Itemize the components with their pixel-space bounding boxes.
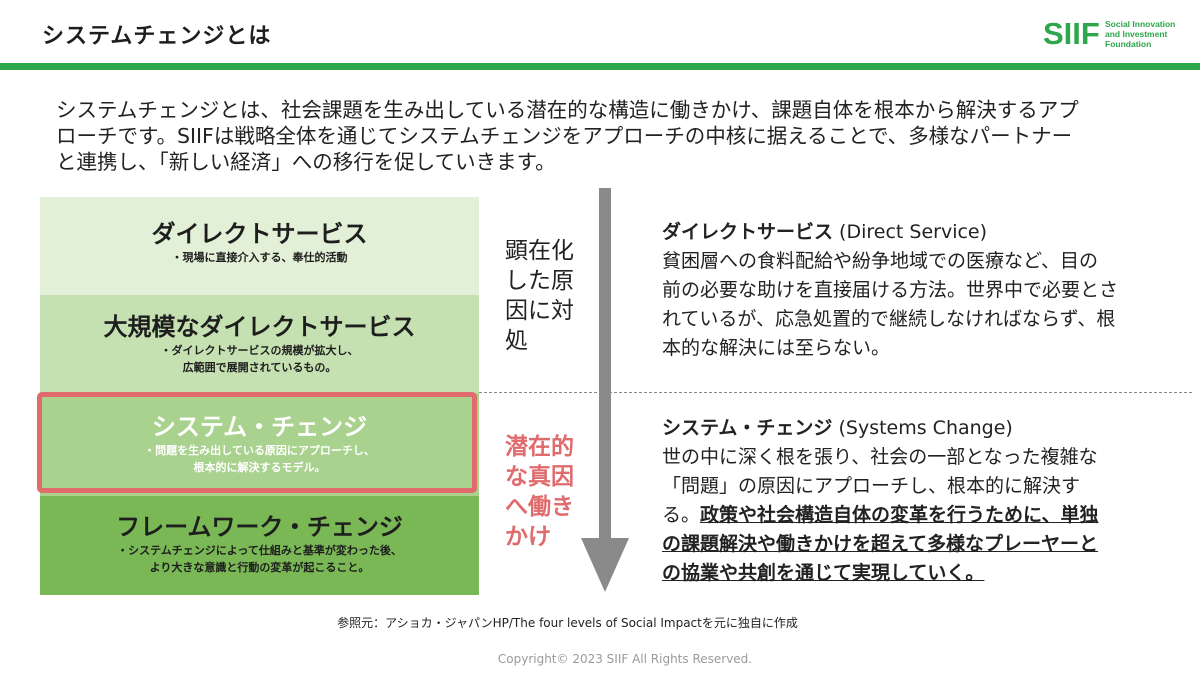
label-act-on-root-causes: 潜在的 な真因 へ働き かけ — [505, 432, 585, 552]
description-line: 世の中に深く根を張り、社会の一部となった複雑な — [662, 446, 1098, 468]
heading-ja: ダイレクトサービス — [662, 221, 834, 243]
label-line: 因に対 — [505, 298, 574, 324]
header-divider — [0, 63, 1200, 70]
reference-note: 参照元：アショカ・ジャパンHP/The four levels of Socia… — [337, 616, 798, 630]
heading-ja: システム・チェンジ — [662, 417, 833, 439]
tier-scaled-direct-service: 大規模なダイレクトサービス ・ダイレクトサービスの規模が拡大し、 広範囲で展開さ… — [40, 295, 479, 393]
tier-subtext: 根本的に解決するモデル。 — [193, 461, 326, 474]
description-heading: システム・チェンジ (Systems Change) — [662, 414, 1182, 443]
description-heading: ダイレクトサービス (Direct Service) — [662, 218, 1182, 247]
description-line: る。政策や社会構造自体の変革を行うために、単独 — [662, 501, 1182, 530]
description-line: 前の必要な助けを直接届ける方法。世界中で必要とさ — [662, 279, 1119, 301]
heading-en: (Systems Change) — [832, 417, 1013, 439]
intro-paragraph: システムチェンジとは、社会課題を生み出している潜在的な構造に働きかけ、課題自体を… — [56, 97, 1156, 175]
siif-logo: SIIF Social Innovation and Investment Fo… — [1043, 14, 1193, 54]
emphasis-line: の協業や共創を通じて実現していく。 — [662, 562, 985, 584]
logo-line: Foundation — [1105, 39, 1152, 49]
tier-subtext: ・問題を生み出している原因にアプローチし、 — [144, 444, 375, 457]
tier-subtext: ・システムチェンジによって仕組みと基準が変わった後、 — [117, 544, 402, 557]
description-line: 本的な解決には至らない。 — [662, 337, 891, 359]
tier-subtext: ・ダイレクトサービスの規模が拡大し、 — [160, 344, 359, 357]
logo-line: and Investment — [1105, 29, 1168, 39]
tier-title: フレームワーク・チェンジ — [116, 513, 403, 541]
description-line: れているが、応急処置的で継続しなければならず、根 — [662, 308, 1116, 330]
systems-change-description: システム・チェンジ (Systems Change) 世の中に深く根を張り、社会… — [662, 414, 1182, 588]
logo-line: Social Innovation — [1105, 19, 1176, 29]
label-line: な真因 — [505, 464, 574, 490]
intro-line: と連携し、「新しい経済」への移行を促していきます。 — [56, 150, 556, 174]
down-arrow-icon — [581, 188, 629, 592]
label-line: 顕在化 — [505, 238, 574, 264]
description-line: 貧困層への食料配給や紛争地域での医療など、目の — [662, 250, 1099, 272]
label-address-visible-causes: 顕在化 した原 因に対 処 — [505, 236, 585, 356]
intro-line: ローチです。SIIFは戦略全体を通じてシステムチェンジをアプローチの中核に据える… — [56, 124, 1073, 148]
logo-mark: SIIF — [1043, 16, 1100, 51]
label-line: 処 — [505, 328, 528, 354]
tier-systems-change: システム・チェンジ ・問題を生み出している原因にアプローチし、 根本的に解決する… — [40, 393, 479, 496]
logo-text: Social Innovation and Investment Foundat… — [1105, 19, 1175, 49]
tier-subtext: 広範囲で展開されているもの。 — [182, 361, 337, 374]
page-title: システムチェンジとは — [42, 24, 272, 49]
direct-service-description: ダイレクトサービス (Direct Service) 貧困層への食料配給や紛争地… — [662, 218, 1182, 363]
copyright-footer: Copyright© 2023 SIIF All Rights Reserved… — [497, 652, 753, 666]
intro-line: システムチェンジとは、社会課題を生み出している潜在的な構造に働きかけ、課題自体を… — [56, 98, 1079, 122]
label-line: した原 — [505, 268, 574, 294]
description-line: 「問題」の原因にアプローチし、根本的に解決す — [662, 475, 1081, 497]
label-line: かけ — [505, 524, 551, 550]
tier-subtext: ・現場に直接介入する、奉仕的活動 — [171, 251, 348, 264]
tier-direct-service: ダイレクトサービス ・現場に直接介入する、奉仕的活動 — [40, 197, 479, 295]
systems-change-highlight-frame — [37, 392, 477, 493]
label-line: へ働き — [505, 494, 574, 520]
tier-title: ダイレクトサービス — [151, 220, 368, 248]
emphasis-text: 政策や社会構造自体の変革を行うために、単独 — [700, 504, 1099, 526]
plain-text: る。 — [662, 504, 701, 526]
heading-en: (Direct Service) — [833, 221, 988, 243]
tier-title: 大規模なダイレクトサービス — [103, 313, 416, 341]
tier-title: システム・チェンジ — [151, 413, 368, 441]
emphasis-line: の課題解決や働きかけを超えて多様なプレーヤーと — [662, 533, 1099, 555]
tier-subtext: より大きな意識と行動の変革が起こること。 — [149, 561, 370, 574]
label-line: 潜在的 — [505, 434, 574, 460]
tier-framework-change: フレームワーク・チェンジ ・システムチェンジによって仕組みと基準が変わった後、 … — [40, 496, 479, 595]
section-divider-dashed — [479, 392, 1192, 393]
